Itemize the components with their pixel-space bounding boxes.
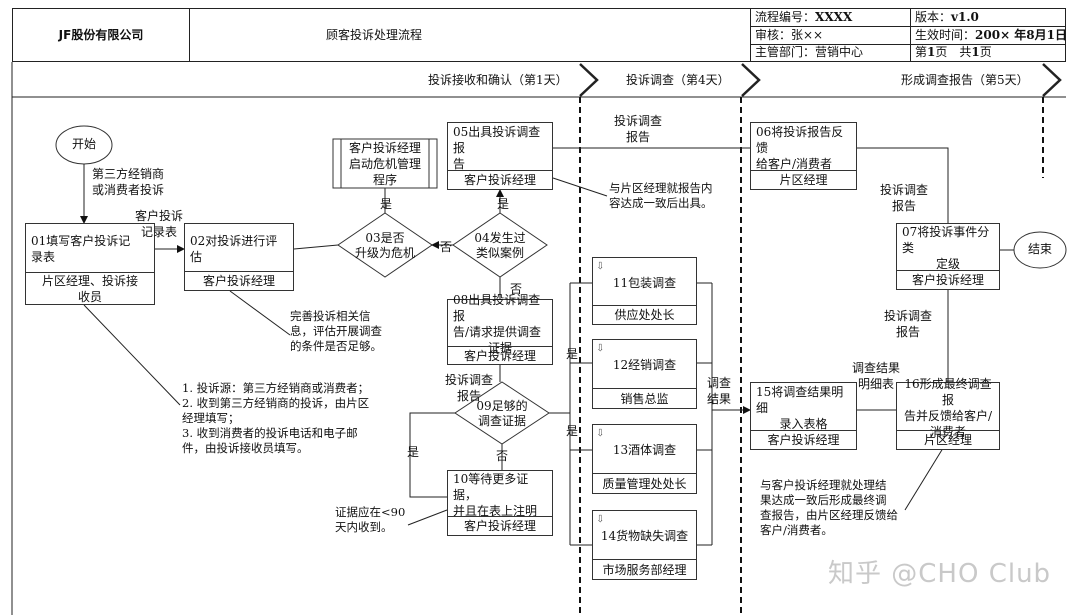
- arrow-down-icon: ⇩: [596, 514, 605, 525]
- arrow-down-icon: ⇩: [596, 343, 605, 354]
- note-final: 与客户投诉经理就处理结果达成一致后形成最终调查报告，由片区经理反馈给客户/消费者…: [760, 478, 898, 537]
- note-agree: 与片区经理就报告内容达成一致后出具。: [609, 181, 713, 210]
- phase-investigate: 投诉调查（第4天）: [626, 73, 730, 87]
- report-label-b: 投诉调查报告: [445, 373, 494, 403]
- step-06-box: 06将投诉报告反馈给客户/消费者 片区经理: [750, 122, 857, 190]
- end-node: 结束: [1027, 242, 1052, 256]
- step-13-box: ⇩ 13酒体调查 质量管理处处长: [592, 424, 697, 494]
- note-evaluate: 完善投诉相关信息，评估开展调查的条件是否足够。: [290, 309, 382, 353]
- effective-date: 生效时间：200× 年8月1日: [915, 28, 1067, 42]
- investigation-result-label: 调查结果: [707, 376, 732, 406]
- yes-label-09b: 是: [566, 424, 579, 438]
- department: 主管部门：营销中心: [755, 45, 864, 59]
- crisis-procedure: 客户投诉经理启动危机管理程序: [348, 141, 421, 187]
- phase-receive: 投诉接收和确认（第1天）: [428, 73, 568, 87]
- step-02-box: 02对投诉进行评估 客户投诉经理: [184, 223, 294, 291]
- note-source: 1. 投诉源：第三方经销商或消费者；2. 收到第三方经销商的投诉，由片区经理填写…: [182, 381, 370, 455]
- watermark: 知乎 @CHO Club: [828, 559, 1052, 589]
- phase-report: 形成调查报告（第5天）: [901, 73, 1029, 87]
- decision-04: 04发生过类似案例: [474, 231, 526, 260]
- report-label-c: 投诉调查报告: [880, 183, 929, 213]
- step-11-box: ⇩ 11包装调查 供应处处长: [592, 257, 697, 325]
- step-16-box: 16形成最终调查报告并反馈给客户/消费者 片区经理: [896, 377, 1000, 450]
- report-label-a: 投诉调查报告: [614, 114, 663, 144]
- page-title: 顾客投诉处理流程: [326, 28, 423, 42]
- reviewer: 审核：张××: [755, 28, 824, 42]
- page-count: 第1页 共1页: [915, 45, 992, 59]
- no-label-09: 否: [496, 449, 509, 463]
- yes-label-04: 是: [497, 197, 510, 211]
- step-12-box: ⇩ 12经销调查 销售总监: [592, 339, 697, 409]
- step-08-box: 08出具投诉调查报告/请求提供调查证据 客户投诉经理: [447, 293, 553, 365]
- detail-table-label: 调查结果明细表: [852, 361, 901, 391]
- no-label-04: 否: [440, 240, 453, 254]
- step-10-box: 10等待更多证据，并且在表上注明 客户投诉经理: [447, 470, 553, 536]
- step-14-box: ⇩ 14货物缺失调查 市场服务部经理: [592, 510, 697, 580]
- no-label-04b: 否: [510, 282, 523, 296]
- step-01-box: 01填写客户投诉记录表 片区经理、投诉接收员: [25, 223, 155, 305]
- third-party-label: 第三方经销商或消费者投诉: [92, 167, 165, 197]
- decision-09: 09足够的调查证据: [476, 399, 528, 428]
- flow-number: 流程编号：XXXX: [755, 10, 853, 24]
- step-07-box: 07将投诉事件分类定级 客户投诉经理: [896, 223, 1000, 290]
- yes-label-10: 是: [407, 445, 420, 459]
- yes-label-03: 是: [380, 197, 393, 211]
- arrow-down-icon: ⇩: [596, 261, 605, 272]
- start-node: 开始: [71, 137, 96, 151]
- version: 版本：v1.0: [915, 10, 979, 24]
- step-15-box: 15将调查结果明细录入表格 客户投诉经理: [750, 382, 857, 450]
- header-table: JF股份有限公司 顾客投诉处理流程 流程编号：XXXX 版本：v1.0 审核：张…: [12, 8, 1067, 62]
- yes-label-09a: 是: [566, 347, 579, 361]
- company-name: JF股份有限公司: [58, 28, 144, 42]
- arrow-down-icon: ⇩: [596, 428, 605, 439]
- report-label-d: 投诉调查报告: [884, 309, 933, 339]
- decision-03: 03是否升级为危机: [354, 231, 415, 260]
- step-05-box: 05出具投诉调查报告 客户投诉经理: [447, 122, 553, 190]
- record-form-label: 客户投诉记录表: [135, 209, 184, 239]
